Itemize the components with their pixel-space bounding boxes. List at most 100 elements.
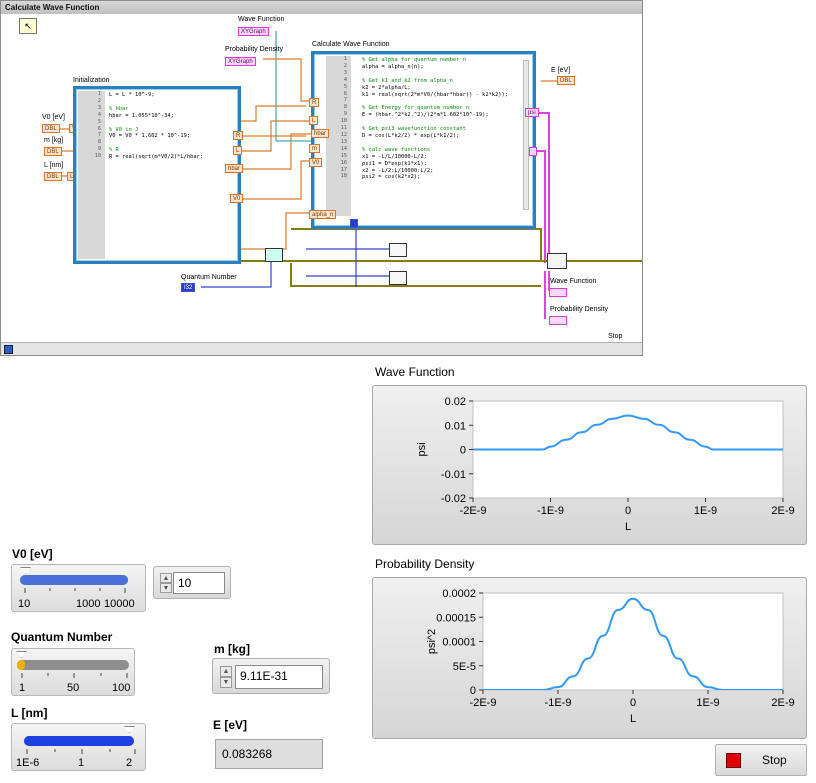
y-tick-label: 0.0001 bbox=[442, 637, 476, 649]
y-tick-label: -0.02 bbox=[441, 493, 466, 505]
calc-out-psi: psi bbox=[525, 108, 539, 117]
loop-icon[interactable] bbox=[4, 345, 13, 354]
y-tick-label: 0.0002 bbox=[442, 588, 476, 600]
line-number: 9 bbox=[343, 111, 347, 118]
code-line: % Get Energy for quantum number n bbox=[362, 105, 470, 112]
l-terminal[interactable]: DBL bbox=[44, 172, 62, 181]
code-line: psi2 = cos(k2*x2); bbox=[362, 174, 421, 181]
v0-slider-pointer-icon[interactable] bbox=[20, 567, 31, 574]
code-line: % Get psi3 wavefunction constant bbox=[362, 126, 466, 133]
qn-slider-track[interactable] bbox=[17, 660, 129, 670]
plot-area bbox=[482, 592, 784, 691]
x-tick-label: 1E-9 bbox=[694, 505, 717, 517]
v0-value[interactable]: 10 bbox=[173, 572, 225, 594]
pointer-tool-icon[interactable]: ↖ bbox=[19, 18, 37, 34]
v0-numeric[interactable]: ▲ ▼ 10 bbox=[153, 566, 231, 599]
v0-label-fp: V0 [eV] bbox=[12, 547, 53, 561]
m-terminal[interactable]: DBL bbox=[44, 147, 62, 156]
bundle-node[interactable] bbox=[547, 253, 567, 269]
code-line bbox=[109, 120, 203, 127]
line-number: 2 bbox=[343, 62, 347, 69]
calc-struct-label: Calculate Wave Function bbox=[312, 41, 390, 48]
m-decrement-icon[interactable]: ▼ bbox=[220, 677, 232, 688]
stop-button[interactable]: Stop bbox=[715, 744, 807, 776]
v0-increment-icon[interactable]: ▲ bbox=[160, 573, 172, 583]
calc-scrollbar[interactable] bbox=[523, 60, 529, 210]
v0-tick-min: 10 bbox=[18, 598, 31, 610]
l-label-fp: L [nm] bbox=[11, 706, 48, 720]
line-number: 3 bbox=[343, 69, 347, 76]
out-wave-terminal[interactable] bbox=[549, 288, 567, 297]
m-increment-icon[interactable]: ▲ bbox=[220, 666, 232, 677]
qn-scale-ticks bbox=[21, 673, 128, 678]
v0-terminal[interactable]: DBL bbox=[42, 124, 60, 133]
line-number: 15 bbox=[340, 152, 347, 159]
init-out-hbar: hbar bbox=[225, 164, 244, 173]
subvi-graph1-icon[interactable] bbox=[389, 243, 407, 257]
line-number: 13 bbox=[340, 138, 347, 145]
l-tick-max: 2 bbox=[126, 757, 133, 769]
qn-label: Quantum Number bbox=[181, 274, 237, 281]
e-value: 0.083268 bbox=[215, 739, 323, 769]
line-number: 5 bbox=[97, 118, 101, 125]
wave-graph-terminal[interactable]: XYGraph bbox=[238, 27, 269, 36]
line-number: 6 bbox=[97, 125, 101, 132]
block-diagram-window[interactable]: Calculate Wave Function ↖ bbox=[0, 0, 643, 356]
line-number: 4 bbox=[343, 76, 347, 83]
code-line: psi1 = D*exp(k1*x1); bbox=[362, 160, 427, 167]
line-number: 9 bbox=[97, 146, 101, 153]
v0-label: V0 [eV] bbox=[42, 114, 65, 121]
qn-terminal[interactable]: I32 bbox=[181, 283, 196, 292]
v0-decrement-icon[interactable]: ▼ bbox=[160, 583, 172, 593]
x-tick-label: -2E-9 bbox=[470, 697, 497, 709]
prob-graph-terminal[interactable]: XYGraph bbox=[225, 57, 256, 66]
l-slider-pointer-icon[interactable] bbox=[124, 726, 135, 733]
v0-slider[interactable]: 10 1000 10000 bbox=[11, 564, 146, 612]
subvi-alpha-icon[interactable] bbox=[265, 248, 283, 262]
line-number: 1 bbox=[343, 56, 347, 62]
out-prob-terminal[interactable] bbox=[549, 316, 567, 325]
stop-label: Stop bbox=[608, 333, 623, 340]
qn-slider[interactable]: 1 50 100 bbox=[11, 648, 135, 696]
code-line bbox=[109, 99, 203, 106]
series-line bbox=[473, 414, 783, 451]
line-number: 1 bbox=[97, 91, 101, 97]
line-number: 2 bbox=[97, 97, 101, 104]
line-number: 6 bbox=[343, 90, 347, 97]
code-line: x1 = -L/L/10000-L/2; bbox=[362, 153, 427, 160]
qn-slider-pointer-icon[interactable] bbox=[16, 651, 27, 658]
y-tick-label: 5E-5 bbox=[453, 661, 476, 673]
m-numeric[interactable]: ▲ ▼ 9.11E-31 bbox=[212, 658, 330, 694]
init-out-v0: V0 bbox=[230, 194, 244, 203]
calc-in-n bbox=[350, 219, 358, 228]
line-number: 16 bbox=[340, 159, 347, 166]
x-tick-label: 2E-9 bbox=[771, 505, 794, 517]
l-tick-mid: 1 bbox=[78, 757, 85, 769]
x-axis-label: L bbox=[630, 713, 636, 725]
code-line: k1 = real(sqrt(2*m*V0/(hbar*hbar)) - k2*… bbox=[362, 91, 509, 98]
code-line: E = (hbar.^2*k2.^2)/(2*m*1.602*10^-19); bbox=[362, 112, 489, 119]
e-terminal[interactable]: DBL bbox=[557, 76, 575, 85]
line-number: 14 bbox=[340, 145, 347, 152]
code-line: alpha = alpha_n(n); bbox=[362, 63, 424, 70]
line-number: 17 bbox=[340, 166, 347, 173]
m-value[interactable]: 9.11E-31 bbox=[235, 665, 323, 689]
y-tick-label: -0.01 bbox=[441, 469, 466, 481]
code-line: k2 = 2*alpha/L; bbox=[362, 84, 411, 91]
qn-tick-max: 100 bbox=[112, 682, 131, 694]
x-axis-label: L bbox=[625, 521, 631, 533]
y-axis-label: psi^2 bbox=[426, 629, 438, 654]
subvi-graph2-icon[interactable] bbox=[389, 271, 407, 285]
l-slider-fill bbox=[24, 736, 134, 746]
code-line: R = real(sqrt(m*V0/2)*L/hbar; bbox=[109, 154, 204, 161]
l-slider[interactable]: 1E-6 1 2 bbox=[11, 723, 146, 771]
